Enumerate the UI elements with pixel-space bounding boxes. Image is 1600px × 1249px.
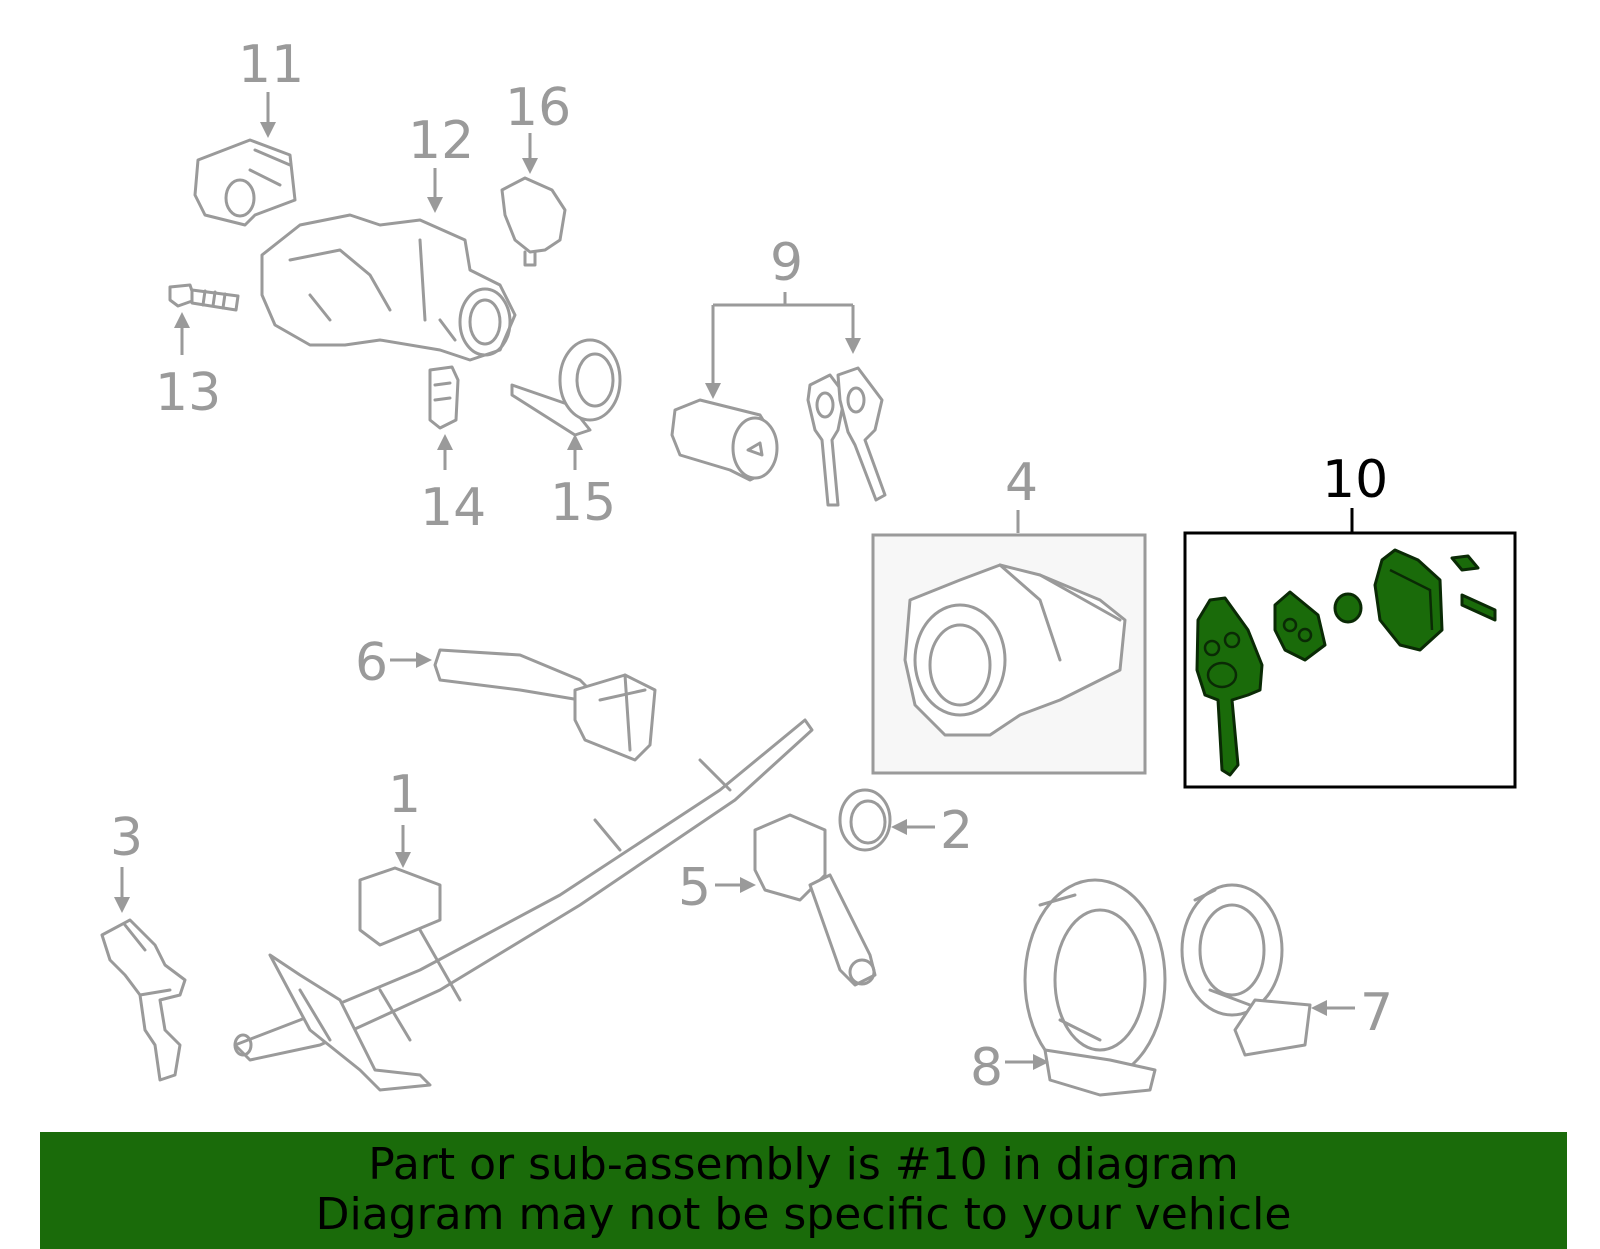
part-13-bolt[interactable] [168, 283, 240, 312]
part-1-steering-column[interactable] [233, 718, 814, 1092]
info-banner: Part or sub-assembly is #10 in diagram D… [40, 1132, 1567, 1249]
callout-1: 1 [388, 765, 421, 825]
callout-3: 3 [110, 808, 143, 868]
part-14-switch[interactable] [428, 365, 460, 430]
banner-line-1: Part or sub-assembly is #10 in diagram [368, 1139, 1239, 1190]
callout-6: 6 [355, 633, 388, 693]
part-8-spiral-cable[interactable] [1023, 878, 1167, 1097]
callout-15: 15 [550, 473, 616, 533]
case-cover [1373, 548, 1444, 652]
part-4-column-cover[interactable] [903, 563, 1127, 737]
clip [1450, 554, 1480, 572]
callout-5: 5 [678, 858, 711, 918]
part-11-ignition-switch[interactable] [193, 138, 297, 227]
button-pad [1273, 590, 1327, 662]
arrow-9 [711, 292, 855, 385]
callout-16: 16 [505, 78, 571, 138]
callout-13: 13 [155, 363, 221, 423]
callout-7: 7 [1360, 983, 1393, 1043]
callout-4: 4 [1005, 453, 1038, 513]
banner-line-2: Diagram may not be specific to your vehi… [315, 1189, 1292, 1240]
part-5-turn-signal-switch[interactable] [753, 813, 877, 987]
part-10-transmitter-key[interactable] [1195, 548, 1497, 777]
callout-8: 8 [970, 1038, 1003, 1098]
part-6-wiper-switch[interactable] [433, 648, 657, 762]
callout-11: 11 [238, 35, 304, 95]
part-15-ring[interactable] [510, 338, 622, 437]
battery [1333, 592, 1363, 624]
part-3-intermediate-shaft[interactable] [100, 918, 187, 1082]
part-12-lock-housing[interactable] [260, 213, 517, 362]
callout-12: 12 [408, 111, 474, 171]
strip [1460, 593, 1497, 622]
callout-9: 9 [770, 233, 803, 293]
callout-10: 10 [1322, 450, 1388, 510]
part-9-lock-cylinder-keys[interactable] [670, 366, 887, 507]
part-2-cap[interactable] [838, 788, 892, 852]
part-7-angle-sensor[interactable] [1180, 883, 1312, 1057]
part-16-sensor[interactable] [500, 176, 567, 267]
callout-2: 2 [940, 801, 973, 861]
callout-14: 14 [420, 478, 486, 538]
